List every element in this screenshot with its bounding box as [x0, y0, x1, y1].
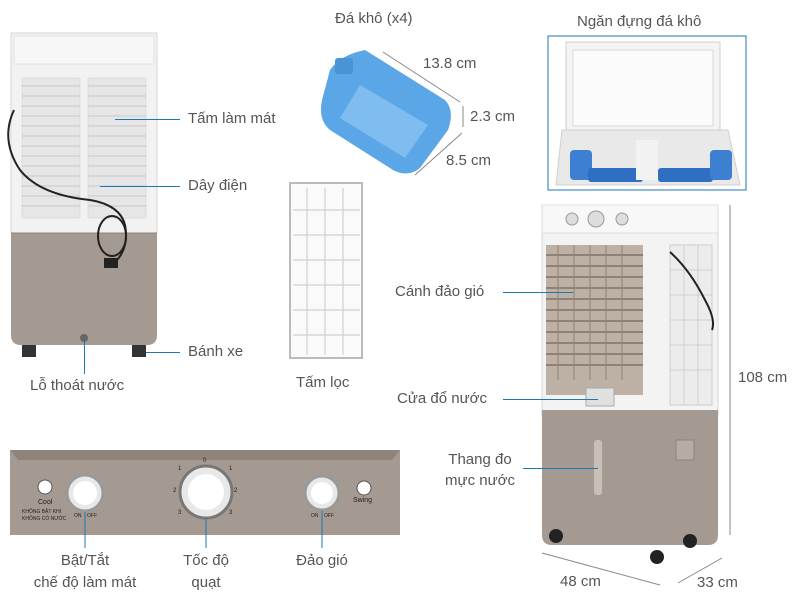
back-view-cooler: [7, 32, 158, 357]
filter-panel: [289, 182, 363, 359]
pointer-louvers: [503, 292, 573, 293]
label-depth: 33 cm: [697, 574, 738, 591]
ice-dimension-lines: [382, 51, 464, 176]
label-wheels: Bánh xe: [188, 343, 244, 360]
label-cool-toggle-2: chế độ làm mát: [33, 574, 137, 591]
label-water-gauge-1: Thang đo: [448, 451, 512, 468]
ice-pack: [321, 50, 451, 174]
dial-number-2-left: 2: [173, 488, 177, 494]
label-cooling-pad: Tấm làm mát: [188, 110, 276, 127]
label-fan-speed-1: Tốc độ: [183, 552, 229, 569]
dial-number-1: 1: [229, 466, 233, 472]
label-power-cord: Dây điện: [188, 177, 248, 194]
dial-number-3-left: 3: [178, 510, 182, 516]
panel-swing-text: Swing: [353, 497, 373, 504]
panel-warning-1: KHÔNG BẬT KHI: [22, 509, 62, 515]
pointer-power-cord: [100, 186, 180, 187]
panel-pointer-lines: [84, 511, 323, 548]
dial-number-1-left: 1: [178, 466, 182, 472]
label-width: 48 cm: [560, 573, 601, 590]
pointer-wheels: [146, 352, 180, 353]
pointer-water-gauge: [523, 468, 598, 469]
label-dry-ice: Đá khô (x4): [335, 10, 413, 27]
ice-compartment-inset: [547, 35, 747, 191]
panel-on-2: ON: [311, 513, 319, 519]
label-dim-13-8: 13.8 cm: [423, 55, 477, 72]
label-fan-speed-2: quạt: [191, 574, 221, 591]
panel-off-1: OFF: [87, 513, 97, 519]
label-dim-2-3: 2.3 cm: [470, 108, 516, 125]
label-filter: Tấm lọc: [296, 374, 350, 391]
panel-off-2: OFF: [324, 513, 334, 519]
control-panel: [10, 450, 400, 535]
dial-number-0: 0: [203, 458, 207, 464]
front-dimension-lines: [541, 205, 731, 586]
panel-cool-text: Cool: [38, 499, 53, 506]
label-water-gauge-2: mực nước: [445, 472, 515, 489]
label-cool-toggle-1: Bật/Tắt: [60, 552, 110, 569]
dial-number-2: 2: [234, 488, 238, 494]
label-swing: Đảo gió: [296, 552, 348, 569]
label-drain-hole: Lỗ thoát nước: [30, 377, 125, 394]
pointer-cooling-pad: [115, 119, 180, 120]
label-dim-8-5: 8.5 cm: [446, 152, 492, 169]
front-view-cooler: [541, 204, 719, 564]
label-louvers: Cánh đảo gió: [395, 283, 485, 300]
label-height: 108 cm: [738, 369, 788, 386]
panel-warning-2: KHÔNG CÓ NƯỚC: [22, 516, 67, 522]
pointer-water-door: [503, 399, 598, 400]
label-ice-compartment: Ngăn đựng đá khô: [577, 13, 702, 30]
dial-number-3: 3: [229, 510, 233, 516]
label-water-door: Cửa đổ nước: [397, 390, 487, 407]
panel-on-1: ON: [74, 513, 82, 519]
pointer-drain: [84, 340, 85, 374]
